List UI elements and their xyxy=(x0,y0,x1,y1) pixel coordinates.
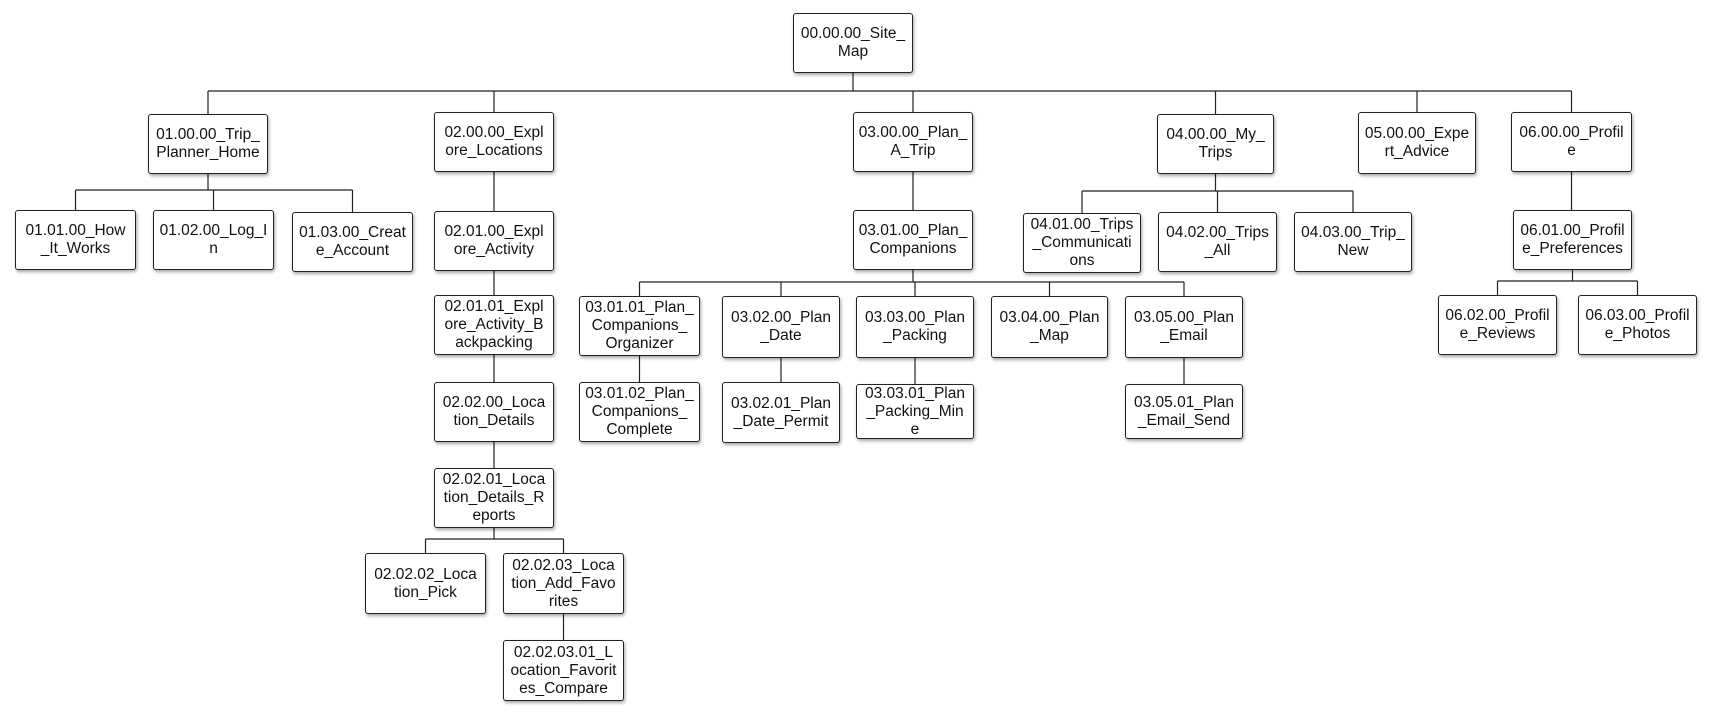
node-location-details-reports: 02.02.01_Loca tion_Details_R eports xyxy=(434,468,554,528)
node-plan-companions-complete: 03.01.02_Plan_ Companions_ Complete xyxy=(579,382,700,442)
node-trips-all: 04.02.00_Trips _All xyxy=(1158,212,1277,272)
node-profile: 06.00.00_Profil e xyxy=(1511,112,1632,172)
node-plan-date-permit: 03.02.01_Plan _Date_Permit xyxy=(722,382,840,443)
node-profile-photos: 06.03.00_Profil e_Photos xyxy=(1578,295,1697,355)
node-explore-locations: 02.00.00_Expl ore_Locations xyxy=(434,112,554,172)
node-how-it-works: 01.01.00_How _It_Works xyxy=(15,210,136,270)
node-plan-companions: 03.01.00_Plan_ Companions xyxy=(853,210,973,270)
node-explore-activity-backpacking: 02.01.01_Expl ore_Activity_B ackpacking xyxy=(434,295,554,355)
node-create-account: 01.03.00_Creat e_Account xyxy=(292,212,413,272)
node-plan-a-trip: 03.00.00_Plan_ A_Trip xyxy=(853,112,973,172)
node-plan-date: 03.02.00_Plan _Date xyxy=(722,296,840,358)
node-my-trips: 04.00.00_My_ Trips xyxy=(1157,114,1274,174)
node-plan-email: 03.05.00_Plan _Email xyxy=(1125,296,1243,358)
node-plan-email-send: 03.05.01_Plan _Email_Send xyxy=(1125,384,1243,439)
node-plan-companions-organizer: 03.01.01_Plan_ Companions_ Organizer xyxy=(579,296,700,356)
node-trip-new: 04.03.00_Trip_ New xyxy=(1294,212,1412,272)
node-log-in: 01.02.00_Log_I n xyxy=(153,210,274,270)
node-expert-advice: 05.00.00_Expe rt_Advice xyxy=(1358,112,1476,174)
node-location-pick: 02.02.02_Loca tion_Pick xyxy=(365,553,486,614)
node-location-details: 02.02.00_Loca tion_Details xyxy=(434,382,554,442)
node-profile-reviews: 06.02.00_Profil e_Reviews xyxy=(1438,295,1557,355)
node-location-favorites-compare: 02.02.03.01_L ocation_Favorit es_Compare xyxy=(503,640,624,701)
node-trips-communications: 04.01.00_Trips _Communicati ons xyxy=(1023,213,1141,273)
node-root: 00.00.00_Site_ Map xyxy=(793,13,913,73)
node-trip-planner-home: 01.00.00_Trip_ Planner_Home xyxy=(148,114,268,174)
node-plan-map: 03.04.00_Plan _Map xyxy=(991,296,1108,358)
node-plan-packing: 03.03.00_Plan _Packing xyxy=(856,296,974,358)
node-profile-preferences: 06.01.00_Profil e_Preferences xyxy=(1513,210,1632,270)
node-plan-packing-mine: 03.03.01_Plan _Packing_Min e xyxy=(856,384,974,439)
node-explore-activity: 02.01.00_Expl ore_Activity xyxy=(434,211,554,271)
node-location-add-favorites: 02.02.03_Loca tion_Add_Favo rites xyxy=(503,553,624,614)
